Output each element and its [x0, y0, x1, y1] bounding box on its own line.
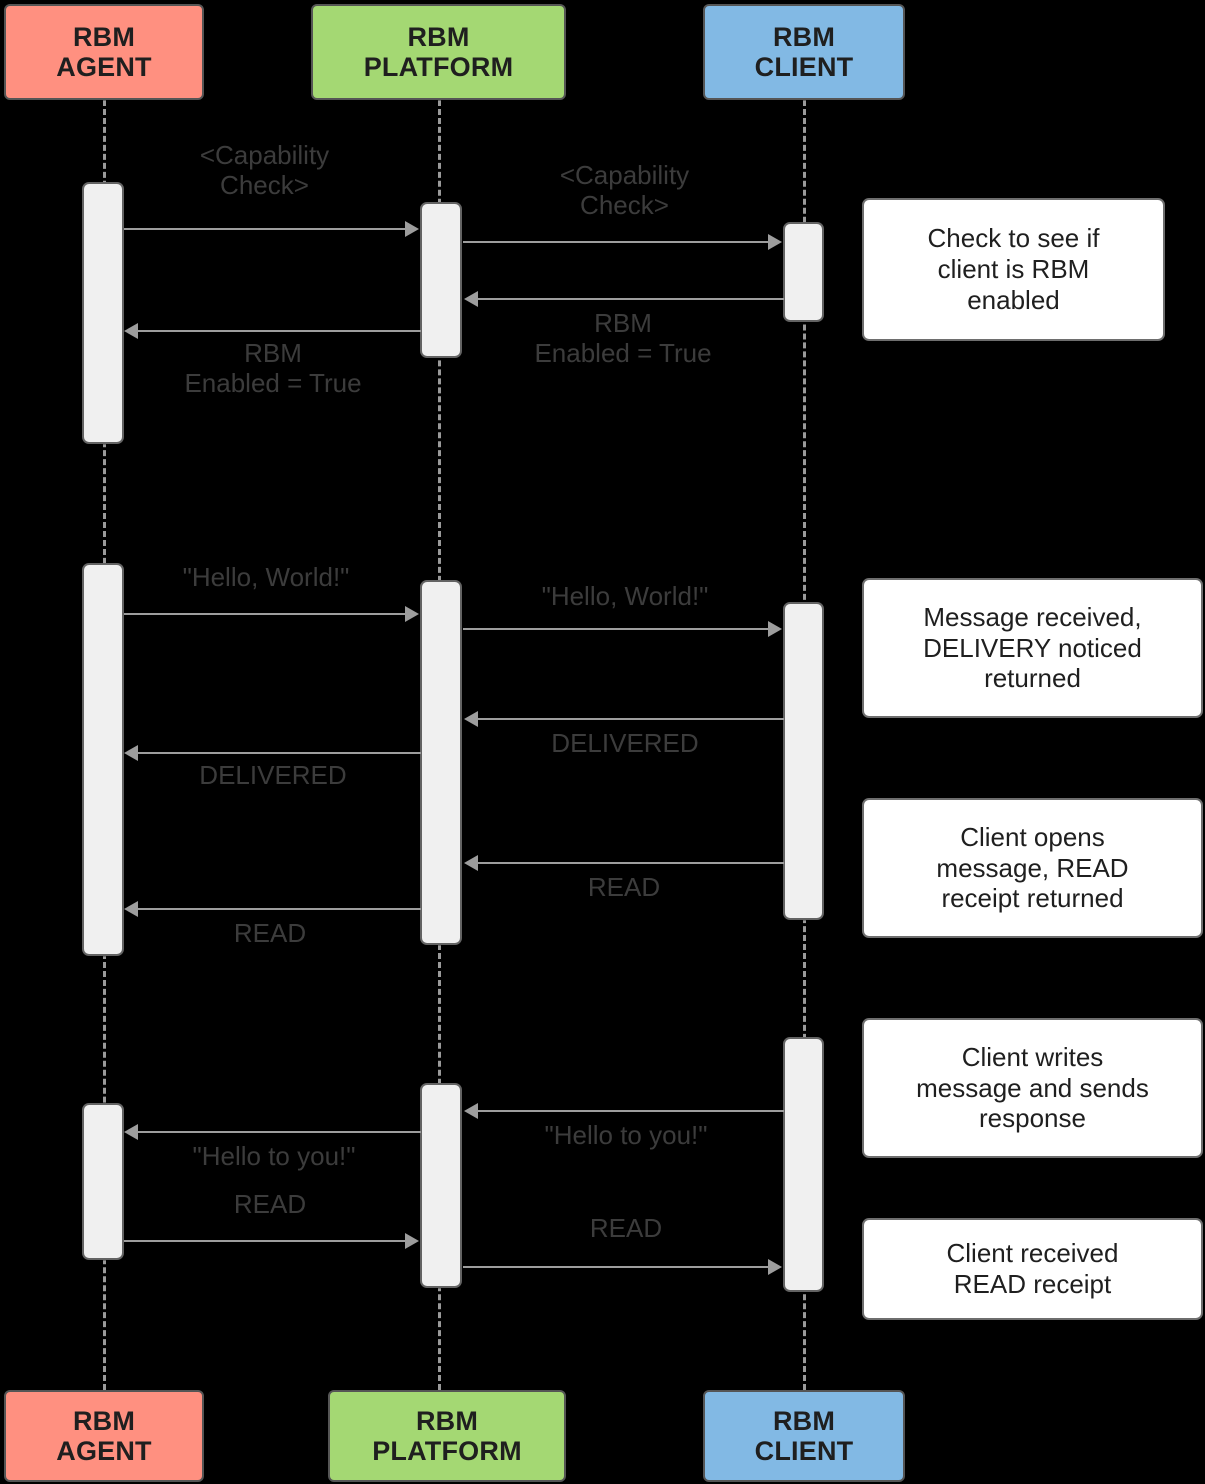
message-label-m11: "Hello to you!" [544, 1120, 708, 1150]
note-client-opens-message-text: Client opens message, READ receipt retur… [936, 821, 1129, 914]
message-label-m7: DELIVERED [551, 728, 699, 758]
message-label-m10: READ [233, 918, 307, 948]
message-line-m6 [463, 628, 768, 630]
arrow-head-m7 [464, 711, 478, 727]
message-label-m8: DELIVERED [199, 760, 347, 790]
activation-agent-3 [82, 1103, 124, 1260]
activation-platform-3 [420, 1083, 462, 1288]
message-label-m13: READ [233, 1189, 307, 1219]
message-line-m12 [138, 1131, 421, 1133]
participant-header-client[interactable]: RBM CLIENT [703, 4, 905, 100]
message-label-m3: RBM Enabled = True [534, 308, 712, 369]
note-client-writes-message-text: Client writes message and sends response [916, 1041, 1149, 1134]
message-label-m12: "Hello to you!" [192, 1141, 356, 1171]
participant-footer-agent[interactable]: RBM AGENT [4, 1390, 204, 1482]
note-message-received: Message received, DELIVERY noticed retur… [862, 578, 1203, 718]
arrow-head-m8 [124, 745, 138, 761]
message-label-m6: "Hello, World!" [541, 581, 709, 611]
arrow-head-m9 [464, 855, 478, 871]
participant-footer-platform-label: RBM PLATFORM [372, 1405, 522, 1466]
arrow-head-m1 [405, 221, 419, 237]
message-line-m3 [478, 298, 784, 300]
message-line-m2 [463, 241, 768, 243]
activation-client-2 [783, 602, 824, 920]
activation-client-3 [783, 1037, 824, 1292]
participant-footer-client-label: RBM CLIENT [754, 1405, 854, 1466]
arrow-head-m2 [768, 234, 782, 250]
participant-header-platform-label: RBM PLATFORM [363, 21, 514, 82]
message-line-m11 [478, 1110, 784, 1112]
message-line-m10 [138, 908, 421, 910]
activation-platform-1 [420, 202, 462, 358]
activation-client-1 [783, 222, 824, 322]
note-client-received-read-text: Client received READ receipt [946, 1238, 1119, 1299]
message-line-m8 [138, 752, 421, 754]
participant-footer-platform[interactable]: RBM PLATFORM [328, 1390, 566, 1482]
note-client-opens-message: Client opens message, READ receipt retur… [862, 798, 1203, 938]
message-line-m7 [478, 718, 784, 720]
message-label-m2: <Capability Check> [559, 160, 690, 221]
note-capability-check-text: Check to see if client is RBM enabled [927, 223, 1100, 315]
message-line-m13 [124, 1240, 406, 1242]
participant-header-agent-label: RBM AGENT [56, 21, 152, 82]
arrow-head-m4 [124, 323, 138, 339]
arrow-head-m12 [124, 1124, 138, 1140]
message-line-m1 [124, 228, 406, 230]
message-line-m4 [138, 330, 421, 332]
arrow-head-m10 [124, 901, 138, 917]
participant-header-platform[interactable]: RBM PLATFORM [311, 4, 566, 100]
activation-agent-2 [82, 563, 124, 956]
participant-footer-client[interactable]: RBM CLIENT [703, 1390, 905, 1482]
note-message-received-text: Message received, DELIVERY noticed retur… [923, 601, 1142, 694]
activation-agent-1 [82, 182, 124, 444]
note-capability-check: Check to see if client is RBM enabled [862, 198, 1165, 341]
message-line-m5 [124, 613, 406, 615]
message-label-m4: RBM Enabled = True [184, 338, 362, 399]
arrow-head-m3 [464, 291, 478, 307]
message-label-m14: READ [589, 1213, 663, 1243]
message-label-m5: "Hello, World!" [182, 562, 350, 592]
arrow-head-m5 [405, 606, 419, 622]
participant-footer-agent-label: RBM AGENT [56, 1405, 152, 1466]
note-client-writes-message: Client writes message and sends response [862, 1018, 1203, 1158]
arrow-head-m6 [768, 621, 782, 637]
message-line-m14 [463, 1266, 768, 1268]
participant-header-client-label: RBM CLIENT [754, 21, 854, 82]
arrow-head-m14 [768, 1259, 782, 1275]
arrow-head-m13 [405, 1233, 419, 1249]
message-line-m9 [478, 862, 784, 864]
arrow-head-m11 [464, 1103, 478, 1119]
message-label-m1: <Capability Check> [199, 140, 330, 201]
note-client-received-read: Client received READ receipt [862, 1218, 1203, 1320]
participant-header-agent[interactable]: RBM AGENT [4, 4, 204, 100]
activation-platform-2 [420, 580, 462, 945]
message-label-m9: READ [587, 872, 661, 902]
